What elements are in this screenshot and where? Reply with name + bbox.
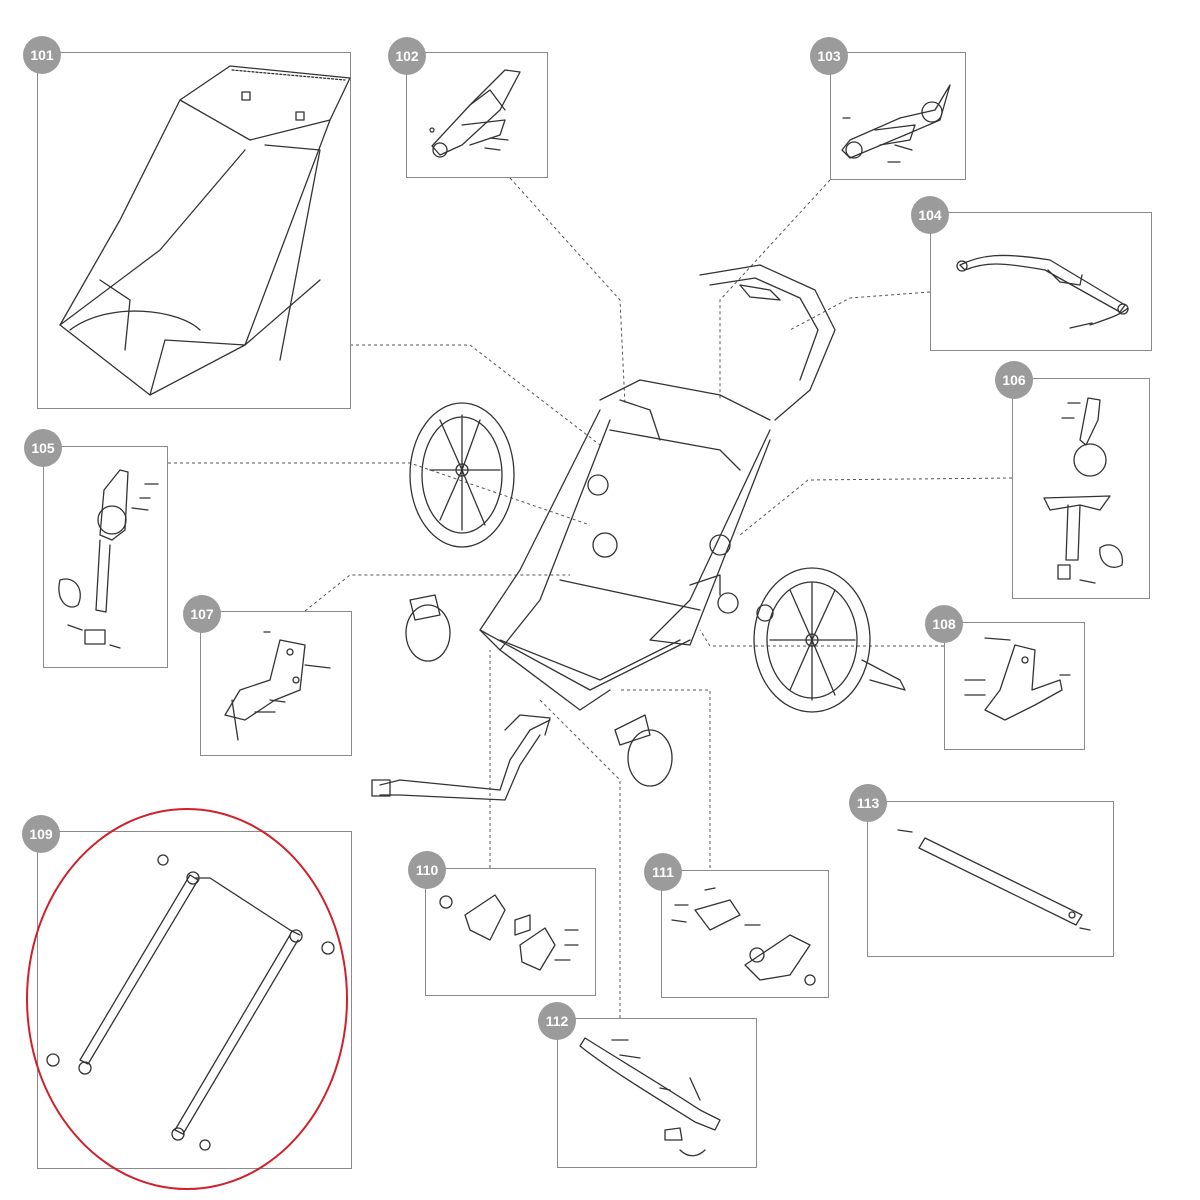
- left-frame-joint-part: [58, 469, 159, 649]
- seat-fabric-part: [59, 65, 351, 396]
- axle-bracket-part: [224, 631, 331, 741]
- leader-102: [509, 177, 626, 406]
- crossbar-part: [897, 829, 1091, 931]
- leader-101: [350, 344, 601, 446]
- callout-108: 108: [925, 605, 963, 643]
- panel-106: [1012, 378, 1150, 599]
- leader-104: [789, 291, 931, 331]
- callout-109: 109: [22, 815, 60, 853]
- panel-112: [557, 1018, 757, 1168]
- leader-112: [539, 699, 621, 1018]
- leader-107: [304, 574, 570, 612]
- panel-107: [200, 611, 352, 756]
- callout-106: 106: [995, 361, 1033, 399]
- tow-arm-assembly: [371, 714, 551, 801]
- callout-107: 107: [183, 595, 221, 633]
- leader-108: [699, 629, 944, 647]
- leader-103: [719, 179, 831, 400]
- right-axle-bracket-part: [964, 637, 1071, 721]
- callout-111: 111: [644, 853, 682, 891]
- callout-113: 113: [849, 784, 887, 822]
- rear-left-wheel: [409, 402, 515, 548]
- panel-102: [406, 52, 548, 178]
- right-hinge-part: [841, 84, 951, 163]
- front-swivel-wheel-left: [405, 594, 451, 662]
- panel-103: [830, 52, 966, 180]
- panel-104: [930, 212, 1152, 351]
- tow-arm-part: [579, 1037, 721, 1157]
- panel-113: [867, 801, 1114, 957]
- callout-103: 103: [810, 37, 848, 75]
- latch-module-part: [671, 887, 816, 986]
- callout-101: 101: [23, 36, 61, 74]
- right-frame-joint-part: [1043, 397, 1123, 584]
- panel-110: [425, 868, 596, 996]
- rear-right-wheel: [717, 567, 906, 713]
- left-hinge-part: [429, 69, 521, 158]
- brake-module-part: [439, 894, 579, 971]
- callout-112: 112: [538, 1002, 576, 1040]
- highlight-ellipse-109: [26, 808, 348, 1190]
- callout-110: 110: [408, 851, 446, 889]
- callout-105: 105: [24, 429, 62, 467]
- callout-102: 102: [388, 37, 426, 75]
- handlebar-part: [956, 254, 1129, 329]
- stroller-frame-assembly: [479, 264, 836, 711]
- leader-105: [168, 462, 591, 526]
- front-swivel-wheel-right: [614, 714, 673, 787]
- leader-106: [739, 477, 1013, 536]
- panel-111: [661, 870, 829, 998]
- panel-101: [37, 52, 351, 409]
- callout-104: 104: [911, 196, 949, 234]
